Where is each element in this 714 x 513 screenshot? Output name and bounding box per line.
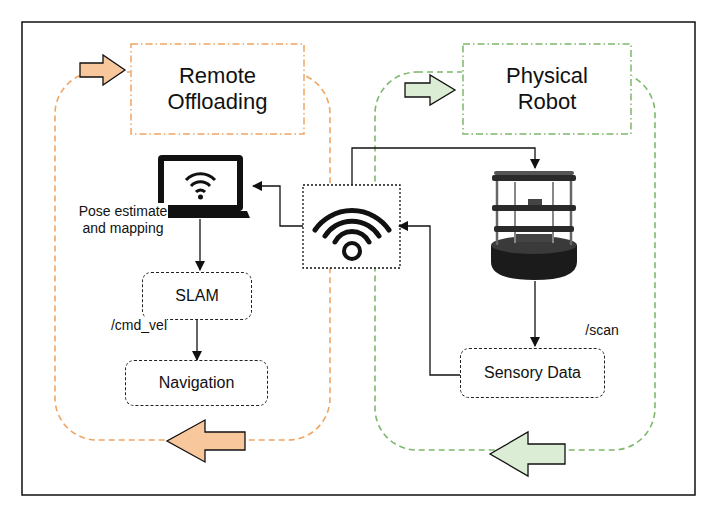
wifi-icon (303, 185, 400, 268)
loop-arrow (80, 55, 125, 85)
node-text: SLAM (175, 286, 219, 305)
connector-arrow (196, 320, 197, 360)
note-label: Pose estimate and mapping (78, 203, 168, 237)
node-text: Remote Offloading (153, 63, 283, 116)
process-box: Navigation (125, 360, 268, 406)
topic-label: /cmd_vel (111, 317, 167, 334)
node-text: Physical Robot (482, 63, 612, 116)
robot-title-box: Physical Robot (462, 43, 632, 135)
loop-arrow (490, 432, 565, 476)
node-text: Sensory Data (484, 363, 581, 382)
loop-arrow (167, 420, 245, 462)
node-text: Navigation (159, 373, 235, 392)
frame (22, 22, 695, 495)
process-box: Sensory Data (460, 348, 605, 398)
outline-rect (131, 44, 304, 134)
topic-label: /scan (574, 322, 630, 339)
loop-arrow (405, 75, 455, 105)
robot-illustration (491, 171, 577, 280)
outline-rect (463, 44, 631, 134)
data-wires (200, 148, 535, 375)
process-box: SLAM (142, 272, 252, 320)
offload-title-box: Remote Offloading (130, 43, 305, 135)
